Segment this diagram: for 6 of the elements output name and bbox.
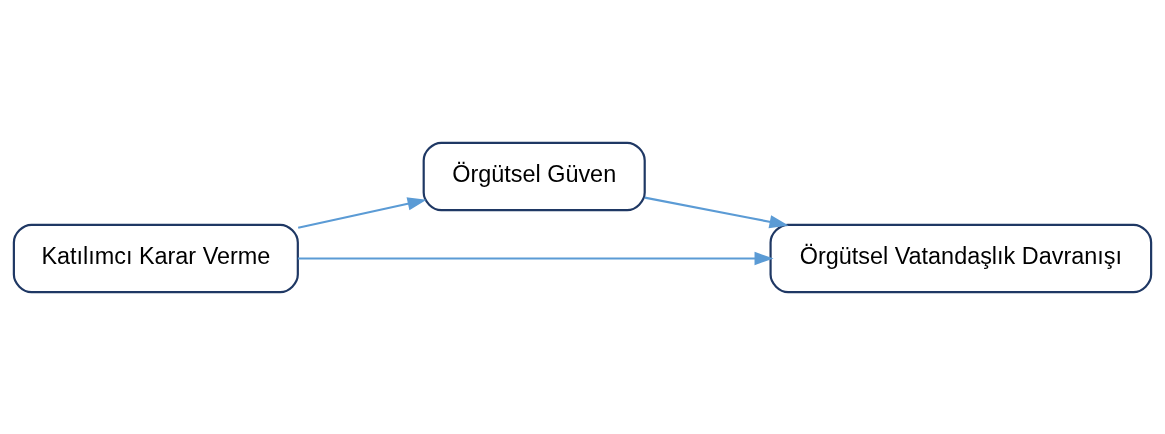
arrow: [297, 196, 427, 229]
node-box: Katılımcı Karar Verme: [12, 223, 299, 293]
arrow: [297, 251, 774, 265]
arrow: [644, 196, 789, 228]
node-box: Örgütsel Vatandaşlık Davranışı: [769, 223, 1153, 293]
node-box: Örgütsel Güven: [422, 141, 646, 211]
